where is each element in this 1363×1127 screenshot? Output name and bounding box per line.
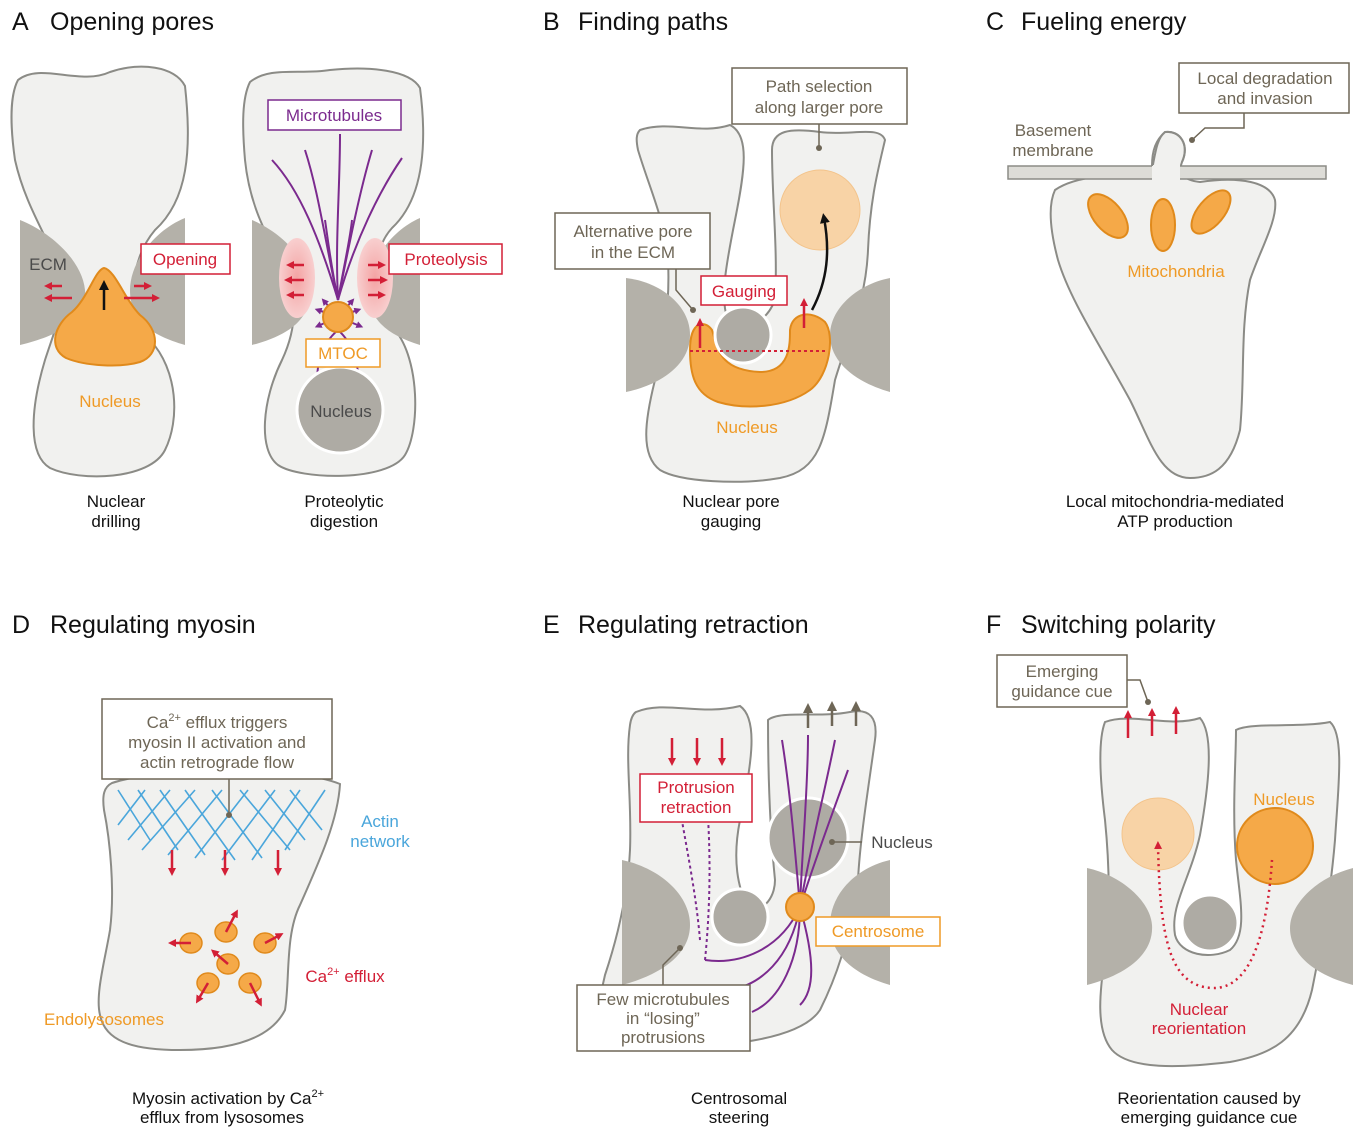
- label-mitochondria: Mitochondria: [1127, 262, 1225, 281]
- label-ecm: ECM: [29, 255, 67, 274]
- caption-c-1: Local mitochondria-mediated: [1066, 492, 1284, 511]
- leader-local-degradation-dot: [1189, 137, 1195, 143]
- label-prot-2: retraction: [661, 798, 732, 817]
- panel-f: F Switching polarity Emerging guidance c…: [986, 611, 1353, 1127]
- leader-few-microtubules-dot: [677, 945, 683, 951]
- pore-ecm-e: [712, 889, 768, 945]
- caption-d-1: Myosin activation by Ca2+: [132, 1088, 324, 1108]
- panel-b: B Finding paths Path selection along lar…: [543, 8, 907, 531]
- centrosome-e: [786, 893, 814, 921]
- label-path-2: along larger pore: [755, 98, 884, 117]
- label-path-1: Path selection: [766, 77, 873, 96]
- label-proteolysis: Proteolysis: [404, 250, 487, 269]
- label-endolysosomes: Endolysosomes: [44, 1010, 164, 1029]
- caption-a-right-1: Proteolytic: [304, 492, 384, 511]
- label-few-2: in “losing”: [626, 1009, 700, 1028]
- leader-guidance-cue-dot: [1145, 699, 1151, 705]
- label-actin-1: Actin: [361, 812, 399, 831]
- label-bm-1: Basement: [1015, 121, 1092, 140]
- pore-ecm-b: [715, 307, 771, 363]
- nucleus-f: [1237, 808, 1313, 884]
- panel-e: E Regulating retraction Protrusion retra…: [543, 611, 940, 1127]
- label-nucleus-f: Nucleus: [1253, 790, 1314, 809]
- label-cue-1: Emerging: [1026, 662, 1099, 681]
- panel-f-letter: F: [986, 611, 1001, 639]
- caption-a-left-2: drilling: [91, 512, 140, 531]
- label-nucleus-b: Nucleus: [716, 418, 777, 437]
- panel-c-letter: C: [986, 8, 1004, 36]
- label-opening: Opening: [153, 250, 217, 269]
- panel-a-title: Opening pores: [50, 8, 214, 36]
- label-cue-2: guidance cue: [1011, 682, 1112, 701]
- leader-path-selection-dot: [816, 145, 822, 151]
- panel-d: D Regulating myosin: [12, 611, 410, 1127]
- panel-b-letter: B: [543, 8, 560, 36]
- label-centrosome: Centrosome: [832, 922, 925, 941]
- label-reor-1: Nuclear: [1170, 1000, 1229, 1019]
- label-local-1: Local degradation: [1197, 69, 1332, 88]
- caption-b-1: Nuclear pore: [682, 492, 779, 511]
- nucleus-b-ghost: [780, 170, 860, 250]
- label-reor-2: reorientation: [1152, 1019, 1247, 1038]
- panel-d-title: Regulating myosin: [50, 611, 256, 639]
- label-nucleus-a-right: Nucleus: [310, 402, 371, 421]
- label-actin-2: network: [350, 832, 410, 851]
- caption-e-2: steering: [709, 1108, 769, 1127]
- leader-nucleus-e-dot: [829, 839, 835, 845]
- label-d-box-2: myosin II activation and: [128, 733, 306, 752]
- label-bm-2: membrane: [1012, 141, 1093, 160]
- label-gauging: Gauging: [712, 282, 776, 301]
- caption-b-2: gauging: [701, 512, 762, 531]
- proteolysis-zone-left: [279, 238, 315, 318]
- panel-d-letter: D: [12, 611, 30, 639]
- label-alt-2: in the ECM: [591, 243, 675, 262]
- caption-f-2: emerging guidance cue: [1121, 1108, 1298, 1127]
- panel-e-title: Regulating retraction: [578, 611, 809, 639]
- label-ca-efflux: Ca2+ efflux: [305, 966, 385, 986]
- leader-ca-efflux-dot: [226, 812, 232, 818]
- label-few-3: protrusions: [621, 1028, 705, 1047]
- leader-guidance-cue: [1127, 680, 1148, 702]
- label-prot-1: Protrusion: [657, 778, 734, 797]
- panel-a-letter: A: [12, 8, 29, 36]
- panel-c: C Fueling energy Local degradation and i…: [986, 8, 1349, 531]
- label-d-box-3: actin retrograde flow: [140, 753, 295, 772]
- panel-c-title: Fueling energy: [1021, 8, 1187, 36]
- label-nucleus-a: Nucleus: [79, 392, 140, 411]
- caption-f-1: Reorientation caused by: [1117, 1089, 1301, 1108]
- pore-ecm-f: [1182, 895, 1238, 951]
- label-d-box-1: Ca2+ efflux triggers: [147, 712, 288, 732]
- proteolysis-zone-right: [357, 238, 393, 318]
- caption-a-right-2: digestion: [310, 512, 378, 531]
- leader-alternative-pore-dot: [690, 307, 696, 313]
- panel-a: A Opening pores ECM Opening Nucleus Nucl…: [12, 8, 502, 531]
- panel-b-title: Finding paths: [578, 8, 728, 36]
- label-local-2: and invasion: [1217, 89, 1312, 108]
- panel-f-title: Switching polarity: [1021, 611, 1216, 639]
- caption-d-2: efflux from lysosomes: [140, 1108, 304, 1127]
- label-few-1: Few microtubules: [596, 990, 729, 1009]
- label-microtubules: Microtubules: [286, 106, 382, 125]
- label-alt-1: Alternative pore: [573, 222, 692, 241]
- panel-e-letter: E: [543, 611, 560, 639]
- caption-c-2: ATP production: [1117, 512, 1233, 531]
- membrane-breach: [1152, 165, 1180, 182]
- label-mtoc: MTOC: [318, 344, 368, 363]
- label-nucleus-e: Nucleus: [871, 833, 932, 852]
- cell-d: [99, 773, 340, 1050]
- leader-local-degradation: [1192, 113, 1244, 140]
- caption-e-1: Centrosomal: [691, 1089, 787, 1108]
- caption-a-left-1: Nuclear: [87, 492, 146, 511]
- cell-c: [1051, 132, 1276, 478]
- mtoc-a: [323, 302, 353, 332]
